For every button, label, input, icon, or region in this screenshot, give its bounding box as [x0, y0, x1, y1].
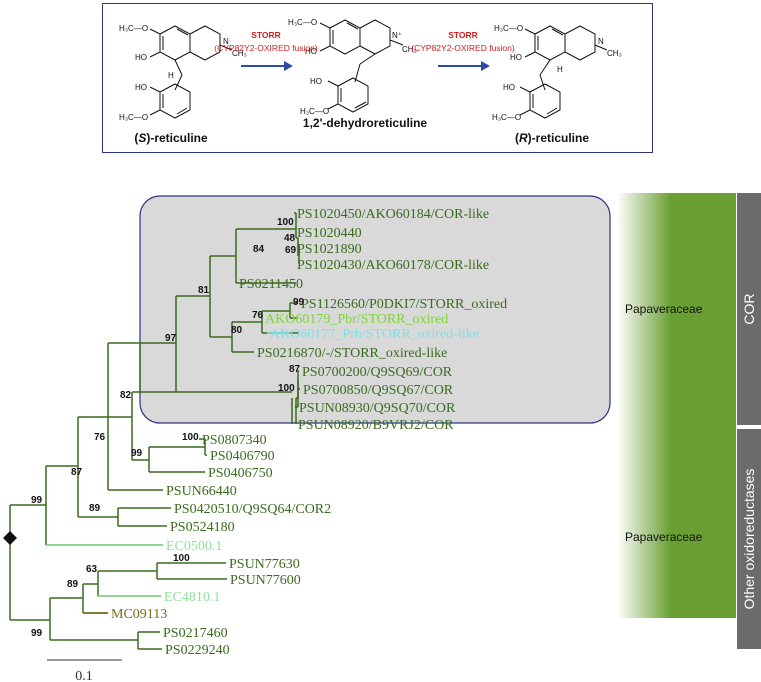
tree-leaf-label: PS1126560/P0DKI7/STORR_oxired [301, 297, 507, 312]
hydroxy-label-4: HO [310, 77, 322, 86]
tree-leaf-label: PSUN77600 [230, 573, 301, 588]
tree-leaf-label: PS1021890 [297, 242, 362, 257]
tree-leaf-label: PS0807340 [202, 433, 267, 448]
nitrogen-label-3: N [598, 37, 604, 46]
reaction-arrow-1 [241, 61, 293, 71]
enzyme-name-1: STORR [251, 30, 281, 40]
methyl-label: CH₃ [232, 49, 247, 58]
bootstrap-value: 80 [231, 325, 243, 336]
methoxy-label-2: H₃C—O [119, 113, 148, 122]
tree-branches [9, 212, 300, 650]
methyl-label-2: CH₃ [402, 45, 417, 54]
bootstrap-value: 76 [94, 432, 106, 443]
tree-leaf-label: PS0524180 [170, 520, 235, 535]
family-label-upper: Papaveraceae [625, 302, 703, 316]
s-reticuline-structure [149, 25, 233, 119]
tree-leaf-label: PSUN66440 [166, 484, 237, 499]
cor-clade-highlight [139, 195, 611, 424]
methoxy-label-6: H₃C—O [492, 113, 521, 122]
bootstrap-value: 89 [89, 503, 101, 514]
cor-side-bar [737, 193, 761, 425]
bootstrap-value: 99 [31, 628, 43, 639]
tree-leaf-label: PS0700200/Q9SQ69/COR [302, 365, 453, 380]
reaction-scheme: H₃C—O HO N CH₃ H HO H₃C—O H₃C—O HO N⁺ CH… [119, 18, 622, 145]
family-label-lower: Papaveraceae [625, 530, 703, 544]
scale-bar-label: 0.1 [75, 669, 93, 682]
tree-leaf-label: PS0211450 [239, 277, 303, 292]
methoxy-label: H₃C—O [119, 24, 148, 33]
tree-leaf-label: PS0216870/-/STORR_oxired-like [257, 346, 447, 361]
methoxy-label-3: H₃C—O [288, 18, 317, 27]
tree-leaf-label: EC4810.1 [164, 590, 220, 605]
bootstrap-value: 81 [198, 285, 210, 296]
compound-label-3: (R)-reticuline [515, 131, 589, 145]
bootstrap-value: 89 [67, 579, 79, 590]
tree-leaf-label: PS1020430/AKO60178/COR-like [297, 258, 489, 273]
other-side-label: Other oxidoreductases [741, 469, 757, 610]
cor-side-label: COR [741, 293, 757, 324]
bootstrap-value: 87 [71, 467, 83, 478]
hydroxy-label-5: HO [510, 53, 522, 62]
hydroxy-label-6: HO [503, 83, 515, 92]
nitrogen-label: N [223, 37, 229, 46]
methoxy-label-5: H₃C—O [494, 24, 523, 33]
bootstrap-value: 76 [252, 310, 264, 321]
bootstrap-value: 97 [165, 333, 177, 344]
tree-leaf-label: PS0420510/Q9SQ64/COR2 [174, 502, 331, 517]
bootstrap-value: 100 [182, 432, 199, 443]
hydrogen-label-2: H [557, 65, 563, 74]
bootstrap-value: 63 [86, 564, 98, 575]
bootstrap-value: 82 [120, 390, 132, 401]
reaction-arrow-2 [438, 61, 490, 71]
tree-leaf-label: PS0217460 [163, 626, 228, 641]
tree-leaf-label: EC0500.1 [166, 539, 222, 554]
methoxy-label-4: H₃C—O [300, 107, 329, 116]
tree-leaf-label: PS0700850/Q9SQ67/COR [303, 383, 454, 398]
hydroxy-label-3: HO [305, 47, 317, 56]
enzyme-detail-2: (CYP82Y2-OXIRED fusion) [411, 43, 515, 53]
methyl-label-3: CH₃ [607, 49, 622, 58]
tree-leaf-label: MC09113 [111, 607, 167, 622]
nitrogen-plus-label: N⁺ [392, 31, 402, 40]
root-marker [3, 531, 17, 545]
bootstrap-value: 100 [278, 383, 295, 394]
tree-leaf-label: PS1020450/AKO60184/COR-like [297, 207, 489, 222]
bootstrap-value: 87 [289, 364, 301, 375]
bootstrap-value: 84 [253, 244, 265, 255]
tree-leaf-label: PS0406750 [208, 466, 273, 481]
bootstrap-value: 99 [131, 448, 143, 459]
bootstrap-value: 100 [277, 217, 294, 228]
dehydroreticuline-structure [319, 19, 404, 113]
hydroxy-label: HO [135, 53, 147, 62]
bootstrap-value: 100 [173, 553, 190, 564]
tree-leaf-label: AKO60179_Pbr/STORR_oxired [265, 312, 448, 327]
phylogenetic-tree: PS1020450/AKO60184/COR-likePS1020440PS10… [3, 195, 611, 682]
compound-label-1: (S)-reticuline [134, 131, 208, 145]
tree-leaf-label: PS0406790 [210, 449, 275, 464]
tree-leaf-label: PSUN77630 [229, 557, 300, 572]
tree-leaf-labels: PS1020450/AKO60184/COR-likePS1020440PS10… [111, 207, 507, 658]
enzyme-detail-1: (CYP82Y2-OXIRED fusion) [214, 43, 318, 53]
bootstrap-value: 99 [31, 495, 43, 506]
enzyme-name-2: STORR [448, 30, 478, 40]
tree-leaf-label: PSUN08930/Q9SQ70/COR [299, 401, 456, 416]
reaction-scheme-box [102, 3, 653, 153]
tree-leaf-label: PS1020440 [297, 226, 362, 241]
other-side-bar [737, 429, 761, 649]
bootstrap-value: 69 [285, 245, 297, 256]
hydrogen-label: H [168, 71, 174, 80]
tree-leaf-label: PS0229240 [165, 643, 230, 658]
r-reticuline-structure [519, 25, 608, 119]
tree-leaf-label: AKO60177_Prh/STORR_oxired-like [270, 327, 479, 342]
family-band [617, 193, 736, 618]
bootstrap-value: 48 [284, 233, 296, 244]
bootstrap-value: 99 [293, 297, 305, 308]
compound-label-2: 1,2'-dehydroreticuline [303, 116, 428, 130]
tree-leaf-label: PSUN08920/B9VRJ2/COR [298, 418, 454, 433]
hydroxy-label-2: HO [135, 83, 147, 92]
